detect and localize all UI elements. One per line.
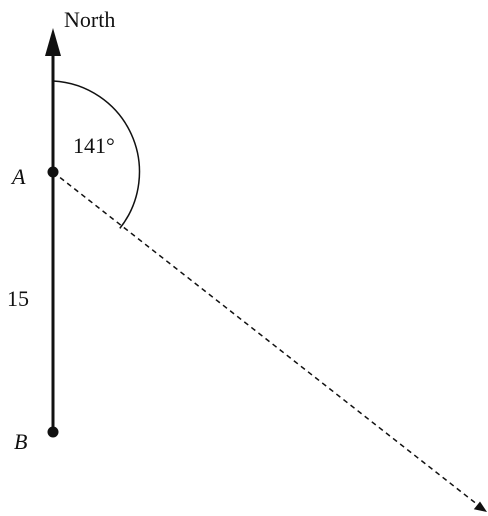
angle-label: 141°	[73, 133, 115, 158]
bearing-angle-arc	[52, 80, 141, 229]
bearing-line	[52, 171, 479, 506]
north-arrowhead	[45, 28, 61, 56]
point-b-label: B	[14, 429, 27, 454]
point-b-dot	[47, 426, 59, 438]
bearing-arrowhead	[473, 501, 487, 512]
point-a-dot	[47, 166, 59, 178]
distance-label: 15	[7, 286, 29, 311]
north-label: North	[64, 7, 115, 32]
point-a-label: A	[10, 164, 26, 189]
